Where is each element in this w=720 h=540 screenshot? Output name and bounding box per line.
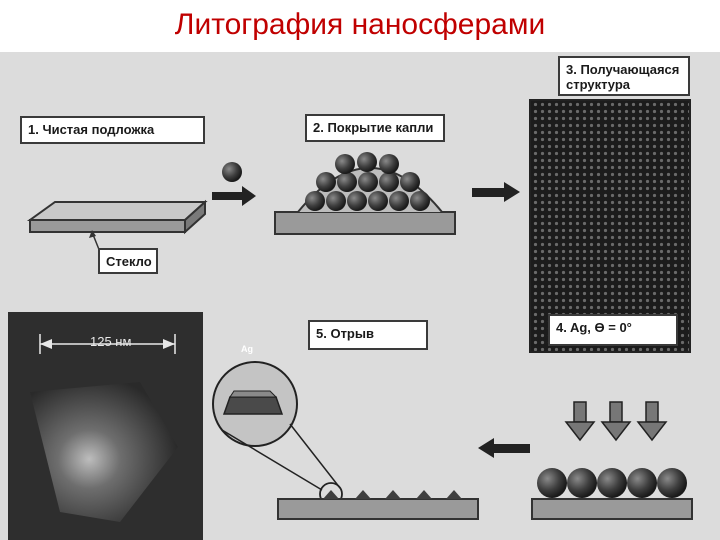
zoom-circle: [212, 361, 343, 506]
step-3-label: 3. Получающаяся структура: [558, 56, 690, 96]
step-4-label: 4. Ag, ϴ = 0°: [548, 314, 678, 346]
arrow-left: [478, 438, 530, 458]
sphere-single: [222, 162, 242, 182]
step-5-label: 5. Отрыв: [308, 320, 428, 350]
diagram-area: 1. Чистая подложка 2. Покрытие капли 3. …: [0, 52, 720, 540]
deposition-substrate: [531, 468, 693, 520]
glass-substrate: [26, 199, 208, 235]
glass-label: Стекло: [98, 248, 158, 274]
resulting-structure-image: [529, 99, 691, 353]
droplet-spheres: [305, 152, 430, 211]
deposition-arrows: [564, 401, 668, 442]
afm-image: [8, 312, 203, 540]
ag-label: Ag: [241, 344, 253, 354]
step-1-label: 1. Чистая подложка: [20, 116, 205, 144]
slide-title: Литография наносферами: [174, 8, 546, 41]
diagram-graphics: [8, 99, 693, 540]
scale-label: 125 нм: [90, 334, 132, 349]
ag-prism-icon: [222, 390, 284, 415]
arrow-right-2: [472, 182, 520, 202]
step-2-label: 2. Покрытие капли: [305, 114, 445, 142]
arrow-right-1: [212, 186, 256, 206]
liftoff-substrate: [277, 490, 479, 520]
